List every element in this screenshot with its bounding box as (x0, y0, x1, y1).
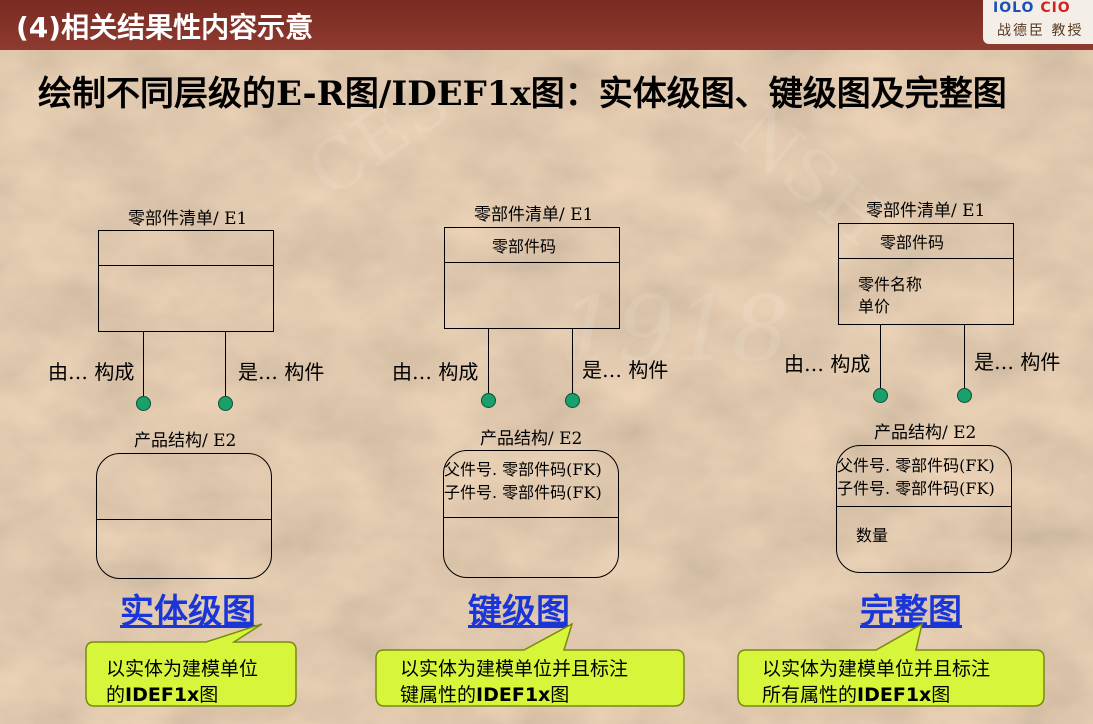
author-logo: IOLO CIO 战德臣 教授 (983, 0, 1093, 44)
child-entity-name: 产品结构/ E2 (874, 423, 977, 443)
key-divider (445, 262, 619, 263)
relationship-label-right: 是… 构件 (582, 358, 669, 382)
child-attribute: 数量 (856, 526, 889, 545)
key-divider (97, 519, 271, 520)
complete-diagram-link[interactable]: 完整图 (860, 592, 962, 632)
parent-entity-name: 零部件清单/ E1 (866, 201, 986, 221)
key-divider (99, 265, 273, 266)
callout-text: 以实体为建模单位 的IDEF1x图 (106, 658, 259, 706)
cardinality-dot (873, 388, 888, 403)
child-key-attribute: 父件号. 零部件码(FK) (444, 460, 602, 479)
child-key-attribute: 父件号. 零部件码(FK) (837, 456, 995, 475)
cardinality-dot (136, 396, 151, 411)
callout-complete: 以实体为建模单位并且标注 所有属性的IDEF1x图 (736, 622, 1048, 708)
callout-shape (85, 623, 297, 707)
relationship-line (572, 329, 573, 399)
child-key-attribute: 子件号. 零部件码(FK) (444, 483, 602, 502)
child-entity-box (836, 445, 1012, 573)
key-divider (444, 517, 618, 518)
slide-title: 绘制不同层级的E-R图/IDEF1x图：实体级图、键级图及完整图 (38, 74, 1007, 114)
child-entity-name: 产品结构/ E2 (480, 429, 583, 449)
key-divider (837, 506, 1011, 507)
relationship-label-left: 由… 构成 (784, 352, 871, 376)
callout-shape (375, 622, 685, 707)
relationship-line (225, 332, 226, 402)
child-entity-box (443, 450, 619, 578)
section-title: (4)相关结果性内容示意 (16, 11, 314, 44)
parent-key-attribute: 零部件码 (492, 237, 557, 256)
parent-key-attribute: 零部件码 (880, 233, 945, 252)
child-key-attribute: 子件号. 零部件码(FK) (837, 479, 995, 498)
header-bar: (4)相关结果性内容示意 IOLO CIO 战德臣 教授 (0, 0, 1093, 50)
relationship-label-right: 是… 构件 (974, 350, 1061, 374)
callout-entity-level: 以实体为建模单位 的IDEF1x图 (84, 622, 298, 708)
callout-text: 以实体为建模单位并且标注 键属性的IDEF1x图 (400, 658, 629, 706)
callout-key-level: 以实体为建模单位并且标注 键属性的IDEF1x图 (374, 622, 688, 708)
cardinality-dot (565, 393, 580, 408)
parent-attribute: 单价 (858, 297, 891, 316)
parent-entity-box (98, 230, 274, 332)
key-level-diagram-link[interactable]: 键级图 (468, 592, 570, 632)
relationship-label-right: 是… 构件 (238, 360, 325, 384)
key-divider (839, 258, 1013, 259)
parent-entity-box (838, 223, 1014, 325)
child-entity-box (96, 453, 272, 579)
relationship-label-left: 由… 构成 (392, 360, 479, 384)
relationship-label-left: 由… 构成 (48, 360, 135, 384)
relationship-line (143, 332, 144, 402)
parent-entity-name: 零部件清单/ E1 (128, 209, 248, 229)
parent-attribute: 零件名称 (858, 275, 923, 294)
relationship-line (488, 329, 489, 399)
svg-text:1918: 1918 (560, 277, 789, 382)
parent-entity-name: 零部件清单/ E1 (474, 205, 594, 225)
relationship-line (964, 325, 965, 394)
author-name: 战德臣 教授 (997, 23, 1084, 39)
logo-mark: IOLO CIO (993, 0, 1071, 16)
cardinality-dot (481, 393, 496, 408)
callout-shape (737, 622, 1045, 707)
cardinality-dot (218, 396, 233, 411)
cardinality-dot (957, 388, 972, 403)
relationship-line (880, 325, 881, 394)
parent-entity-box (444, 227, 620, 329)
child-entity-name: 产品结构/ E2 (134, 431, 237, 451)
entity-level-diagram-link[interactable]: 实体级图 (120, 592, 256, 632)
callout-text: 以实体为建模单位并且标注 所有属性的IDEF1x图 (762, 658, 991, 706)
